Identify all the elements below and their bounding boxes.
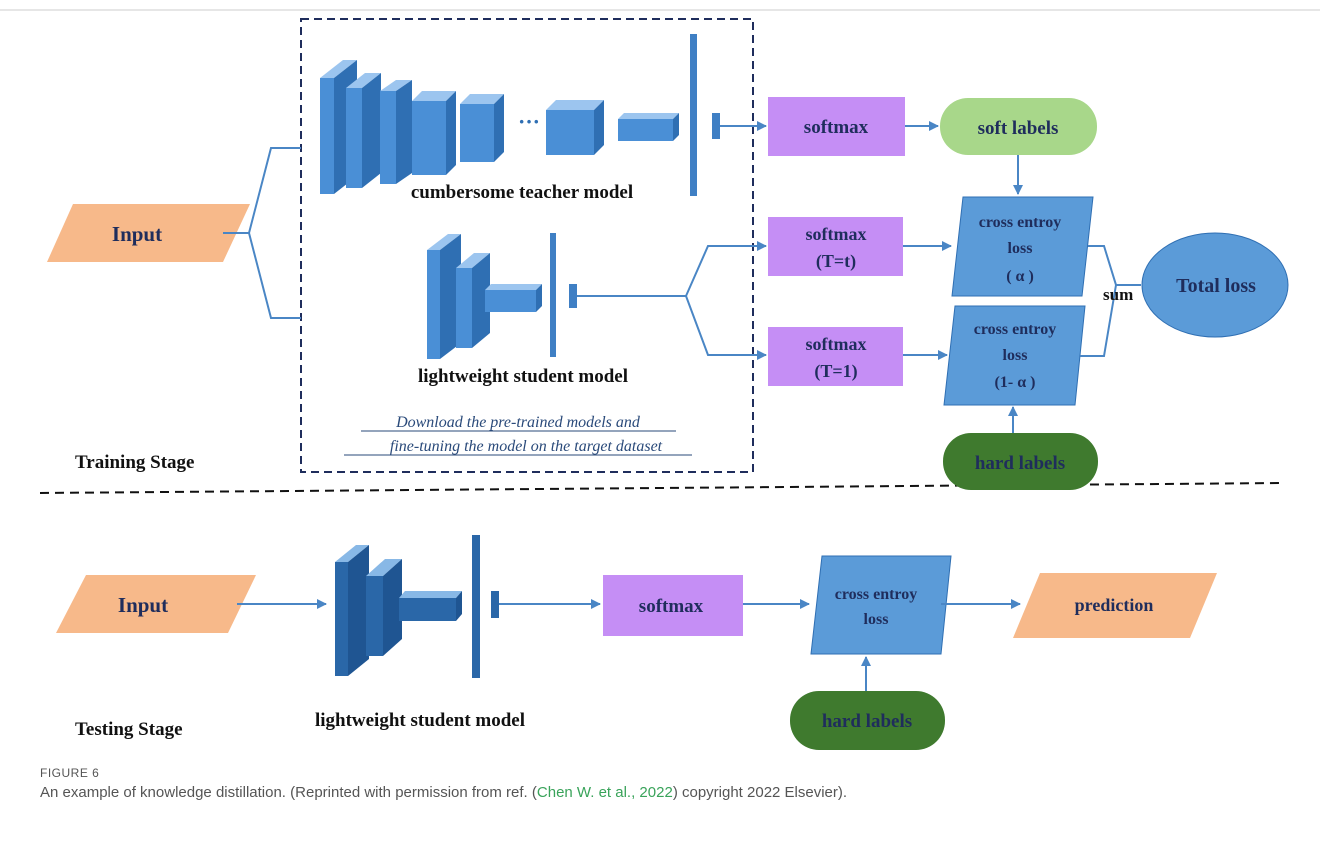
student-model-label-training: lightweight student model xyxy=(418,366,628,387)
arrow-to-softmax-t xyxy=(685,241,767,297)
hard-labels-label-testing: hard labels xyxy=(822,711,912,732)
student-model-training xyxy=(427,233,577,359)
caption-text-after: ) copyright 2022 Elsevier). xyxy=(672,784,848,801)
ce-alpha-line-3: ( α ) xyxy=(1006,268,1034,285)
softmax-teacher-node xyxy=(768,97,905,156)
student-layer xyxy=(456,253,490,348)
fork-to-student xyxy=(248,232,301,319)
softmax-1-label-1: softmax xyxy=(806,334,867,354)
student-output-layer-testing xyxy=(491,591,499,618)
softmax-testing-node xyxy=(603,575,743,636)
teacher-layer xyxy=(346,73,381,188)
softmax-1-node xyxy=(768,327,903,386)
ce-testing-line-2: loss xyxy=(864,611,889,628)
student-layer xyxy=(366,559,402,656)
student-model-label-testing: lightweight student model xyxy=(315,710,525,731)
cross-entropy-1-alpha-node xyxy=(943,305,1086,406)
student-layer xyxy=(427,234,461,359)
teacher-layer xyxy=(412,91,456,175)
caption-text-before: An example of knowledge distillation. (R… xyxy=(40,784,537,801)
teacher-layer xyxy=(380,80,412,184)
prediction-label: prediction xyxy=(1075,595,1154,615)
arrow-to-softmax-1 xyxy=(685,295,767,360)
student-layer xyxy=(399,591,462,621)
figure-label: FIGURE 6 xyxy=(40,766,100,780)
teacher-layer xyxy=(618,113,679,141)
ce-1-alpha-line-1: cross entroy xyxy=(974,321,1057,338)
softmax-teacher-label: softmax xyxy=(804,117,869,138)
student-layer xyxy=(485,284,542,312)
hard-labels-label-training: hard labels xyxy=(975,453,1065,474)
teacher-model-label: cumbersome teacher model xyxy=(411,182,633,203)
ce-1-alpha-line-3: (1- α ) xyxy=(995,374,1036,391)
input-node-testing xyxy=(56,575,256,633)
input-node-training xyxy=(47,204,250,262)
cross-entropy-alpha-node xyxy=(951,196,1094,297)
student-fc-layer xyxy=(550,233,556,357)
ellipsis-icon: ··· xyxy=(518,109,540,134)
note-line-1: Download the pre-trained models and xyxy=(395,414,641,431)
note-line-2: fine-tuning the model on the target data… xyxy=(390,438,663,455)
student-fc-layer-testing xyxy=(472,535,480,678)
total-loss-label: Total loss xyxy=(1176,275,1256,297)
soft-labels-node xyxy=(940,98,1097,155)
testing-stage-label: Testing Stage xyxy=(75,719,183,740)
teacher-output-layer xyxy=(712,113,720,139)
ce-1-alpha-line-2: loss xyxy=(1003,347,1028,364)
hard-labels-node-training xyxy=(943,433,1098,490)
ce-alpha-line-1: cross entroy xyxy=(979,214,1062,231)
teacher-layer xyxy=(460,94,504,162)
softmax-t-node xyxy=(768,217,903,276)
softmax-1-label-2: (T=1) xyxy=(814,361,857,382)
ce-alpha-line-2: loss xyxy=(1008,240,1033,257)
cross-entropy-testing-node xyxy=(810,555,952,655)
total-loss-node xyxy=(1141,232,1289,338)
soft-labels-label: soft labels xyxy=(978,118,1059,139)
softmax-testing-label: softmax xyxy=(639,596,704,617)
training-stage-label: Training Stage xyxy=(75,452,194,473)
fork-to-teacher xyxy=(223,147,301,234)
softmax-t-label-2: (T=t) xyxy=(816,251,856,272)
teacher-layer xyxy=(546,100,604,155)
prediction-node xyxy=(1013,573,1217,638)
sum-label: sum xyxy=(1103,285,1133,304)
softmax-t-label-1: softmax xyxy=(806,224,867,244)
teacher-model xyxy=(320,34,720,196)
student-output-layer xyxy=(569,284,577,308)
input-label-testing: Input xyxy=(118,593,168,617)
caption-citation-link[interactable]: Chen W. et al., 2022 xyxy=(536,784,673,801)
student-model-testing xyxy=(335,535,499,678)
input-label-training: Input xyxy=(112,222,162,246)
teacher-fc-layer xyxy=(690,34,697,196)
ce-testing-line-1: cross entroy xyxy=(835,586,918,603)
student-layer xyxy=(335,545,369,676)
stage-divider xyxy=(39,482,1283,494)
hard-labels-node-testing xyxy=(790,691,945,750)
figure-caption: An example of knowledge distillation. (R… xyxy=(40,784,847,801)
